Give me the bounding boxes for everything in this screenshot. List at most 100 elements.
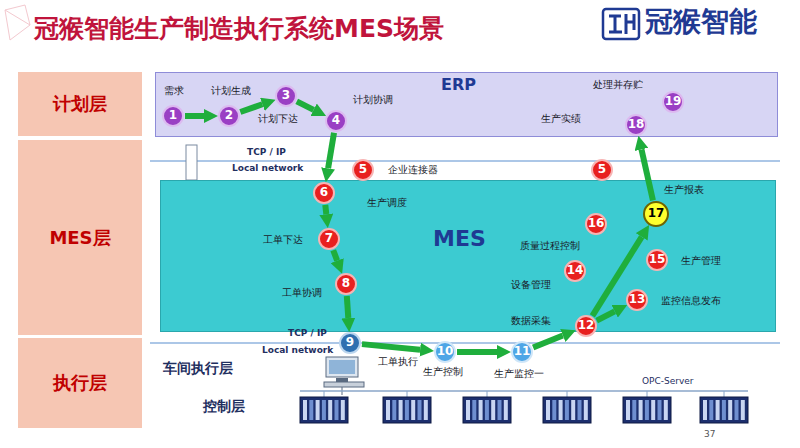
- flow-arrow: [597, 311, 615, 320]
- network-label: TCP / IP: [247, 148, 286, 158]
- logo-icon: [603, 9, 639, 39]
- step-label: 计划生成: [211, 85, 251, 96]
- step-number: 18: [628, 118, 645, 131]
- step-number: 6: [320, 186, 328, 199]
- computer-icon: [324, 357, 364, 395]
- step-number: 2: [225, 109, 233, 122]
- step-number: 17: [648, 207, 665, 220]
- step-label: 质量过程控制: [520, 240, 580, 251]
- step-number: 1: [169, 109, 177, 122]
- layer-band: 执行层: [18, 338, 142, 428]
- step-circle: 9: [339, 332, 361, 354]
- network-line: [150, 342, 780, 343]
- flow-arrow: [240, 104, 262, 112]
- step-number: 15: [649, 253, 666, 266]
- plc-rack: [700, 391, 748, 423]
- plc-rack: [300, 391, 348, 423]
- step-circle: 1需求: [162, 105, 184, 127]
- step-circle: 12数据采集: [575, 315, 597, 337]
- step-number: 9: [346, 336, 354, 349]
- step-number: 3: [282, 89, 290, 102]
- flow-arrow: [297, 101, 314, 109]
- step-label: 企业连接器: [388, 164, 438, 175]
- layer-label: 控制层: [203, 399, 245, 414]
- control-bus: [300, 390, 748, 392]
- step-circle: 19处理并存贮: [662, 91, 684, 113]
- step-label: 生产调度: [367, 197, 407, 208]
- step-circle: 8工单协调: [335, 273, 357, 295]
- step-number: 11: [514, 345, 531, 358]
- flow-arrow: [347, 296, 348, 318]
- step-label: 计划下达: [258, 113, 298, 124]
- step-label: 工单协调: [282, 287, 322, 298]
- flow-arrow: [362, 344, 420, 350]
- step-circle: 13监控信息发布: [626, 289, 648, 311]
- step-number: 7: [325, 232, 333, 245]
- network-line: [150, 160, 780, 161]
- step-label: 生产报表: [664, 184, 704, 195]
- layer-band: 计划层: [18, 72, 142, 136]
- logo-text: 冠猴智能: [645, 7, 757, 38]
- step-label: 数据采集: [511, 315, 551, 326]
- step-label: 生产监控一: [494, 368, 544, 379]
- step-number: 5: [359, 163, 367, 176]
- plc-rack: [623, 391, 671, 423]
- mes-band: MES6生产调度7工单下达8工单协调16质量过程控制17生产报表14设备管理15…: [160, 180, 776, 332]
- flow-arrow: [333, 250, 337, 260]
- step-circle: 4计划协调: [325, 110, 347, 132]
- step-circle: 6生产调度: [313, 182, 335, 204]
- step-number: 12: [578, 319, 595, 332]
- flow-arrow: [592, 237, 641, 316]
- step-circle: 11生产监控一: [511, 341, 533, 363]
- title: 冠猴智能生产制造执行系统MES场景: [34, 12, 444, 45]
- band-title: MES: [433, 226, 486, 251]
- step-label: 生产控制: [423, 366, 463, 377]
- step-circle: 10生产控制: [434, 341, 456, 363]
- step-circle: 16质量过程控制: [585, 213, 607, 235]
- step-label: 工单下达: [263, 234, 303, 245]
- band-title: ERP: [441, 75, 476, 94]
- step-number: 16: [588, 217, 605, 230]
- step-circle: 3计划下达: [275, 85, 297, 107]
- flow-arrow: [325, 205, 326, 214]
- step-number: 19: [665, 95, 682, 108]
- plc-rack: [543, 391, 591, 423]
- step-number: 10: [437, 345, 454, 358]
- network-label: Local network: [232, 164, 303, 174]
- step-circle: 14设备管理: [564, 260, 586, 282]
- server-label: OPC-Server: [642, 377, 694, 387]
- step-label: 生产实绩: [541, 113, 581, 124]
- band-title: MES层: [49, 226, 110, 250]
- step-number: 5: [598, 163, 606, 176]
- network-label: TCP / IP: [288, 329, 327, 339]
- step-number: 8: [342, 277, 350, 290]
- page-number: 37: [704, 430, 715, 440]
- layer-label: 车间执行层: [163, 361, 233, 376]
- step-circle: 7工单下达: [318, 228, 340, 250]
- step-label: 计划协调: [353, 94, 393, 105]
- step-label: 处理并存贮: [593, 79, 643, 90]
- band-title: 计划层: [53, 92, 107, 116]
- step-circle: 5企业连接器: [352, 159, 374, 181]
- step-circle: 5: [591, 159, 613, 181]
- flow-arrow: [185, 113, 204, 119]
- step-label: 需求: [164, 85, 184, 96]
- band-title: 执行层: [53, 371, 107, 395]
- step-circle: 17生产报表: [643, 201, 669, 227]
- step-circle: 15生产管理: [646, 249, 668, 271]
- edge-label: 工单执行: [377, 356, 419, 367]
- erp-band: ERP1需求2计划生成3计划下达4计划协调19处理并存贮18生产实绩: [155, 72, 778, 137]
- layer-band: MES层: [18, 140, 142, 335]
- step-circle: 18生产实绩: [625, 114, 647, 136]
- step-number: 13: [629, 293, 646, 306]
- step-number: 14: [567, 264, 584, 277]
- flow-arrow: [457, 349, 497, 355]
- flow-arrow: [328, 133, 334, 169]
- step-label: 监控信息发布: [661, 295, 721, 306]
- step-label: 生产管理: [681, 255, 721, 266]
- step-circle: 2计划生成: [218, 105, 240, 127]
- flow-arrow: [533, 335, 563, 347]
- network-label: Local network: [262, 346, 333, 356]
- corner-network: [5, 5, 30, 40]
